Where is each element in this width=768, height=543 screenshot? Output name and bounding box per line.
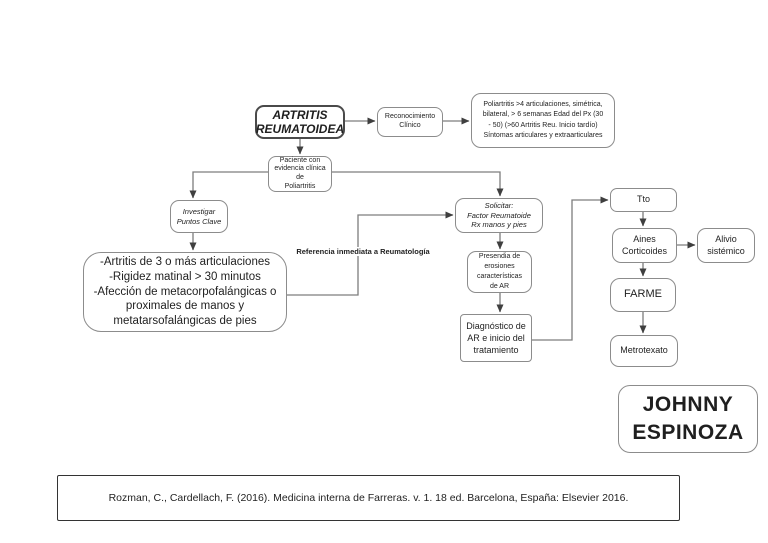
node-solicitar-factor-reumatoide: Solicitar: Factor Reumatoide Rx manos y … [455,198,543,233]
node-metrotexato: Metrotexato [610,335,678,367]
node-presencia-erosiones: Presendia de erosiones características d… [467,251,532,293]
node-farme: FARME [610,278,676,312]
citation-text: Rozman, C., Cardellach, F. (2016). Medic… [108,492,629,504]
node-poliartritis-criteria: Poliartritis >4 articulaciones, simétric… [471,93,615,148]
node-investigar-puntos-clave: Investigar Puntos Clave [170,200,228,233]
edge-label-referencia-reumatologia: Referencia inmediata a Reumatología [293,247,433,256]
node-alivio-sistemico: Alivio sistémico [697,228,755,263]
connector-paciente-investigar [189,171,268,199]
node-puntos-clave-lista: -Artritis de 3 o más articulaciones -Rig… [83,252,287,332]
node-diagnostico-ar: Diagnóstico de AR e inicio del tratamien… [460,314,532,362]
citation-box: Rozman, C., Cardellach, F. (2016). Medic… [57,475,680,521]
author-name-box: JOHNNY ESPINOZA [618,385,758,453]
node-reconocimiento-clinico: Reconocimiento Clínico [377,107,443,137]
node-paciente-evidencia: Paciente con evidencia clínica de Poliar… [268,156,332,192]
connector-diagnostico-tto [532,196,609,341]
node-tto: Tto [610,188,677,212]
node-artritis-reumatoidea: ARTRITIS REUMATOIDEA [255,105,345,139]
node-aines-corticoides: Aines Corticoides [612,228,677,263]
connector-paciente-solicitar [332,171,504,197]
